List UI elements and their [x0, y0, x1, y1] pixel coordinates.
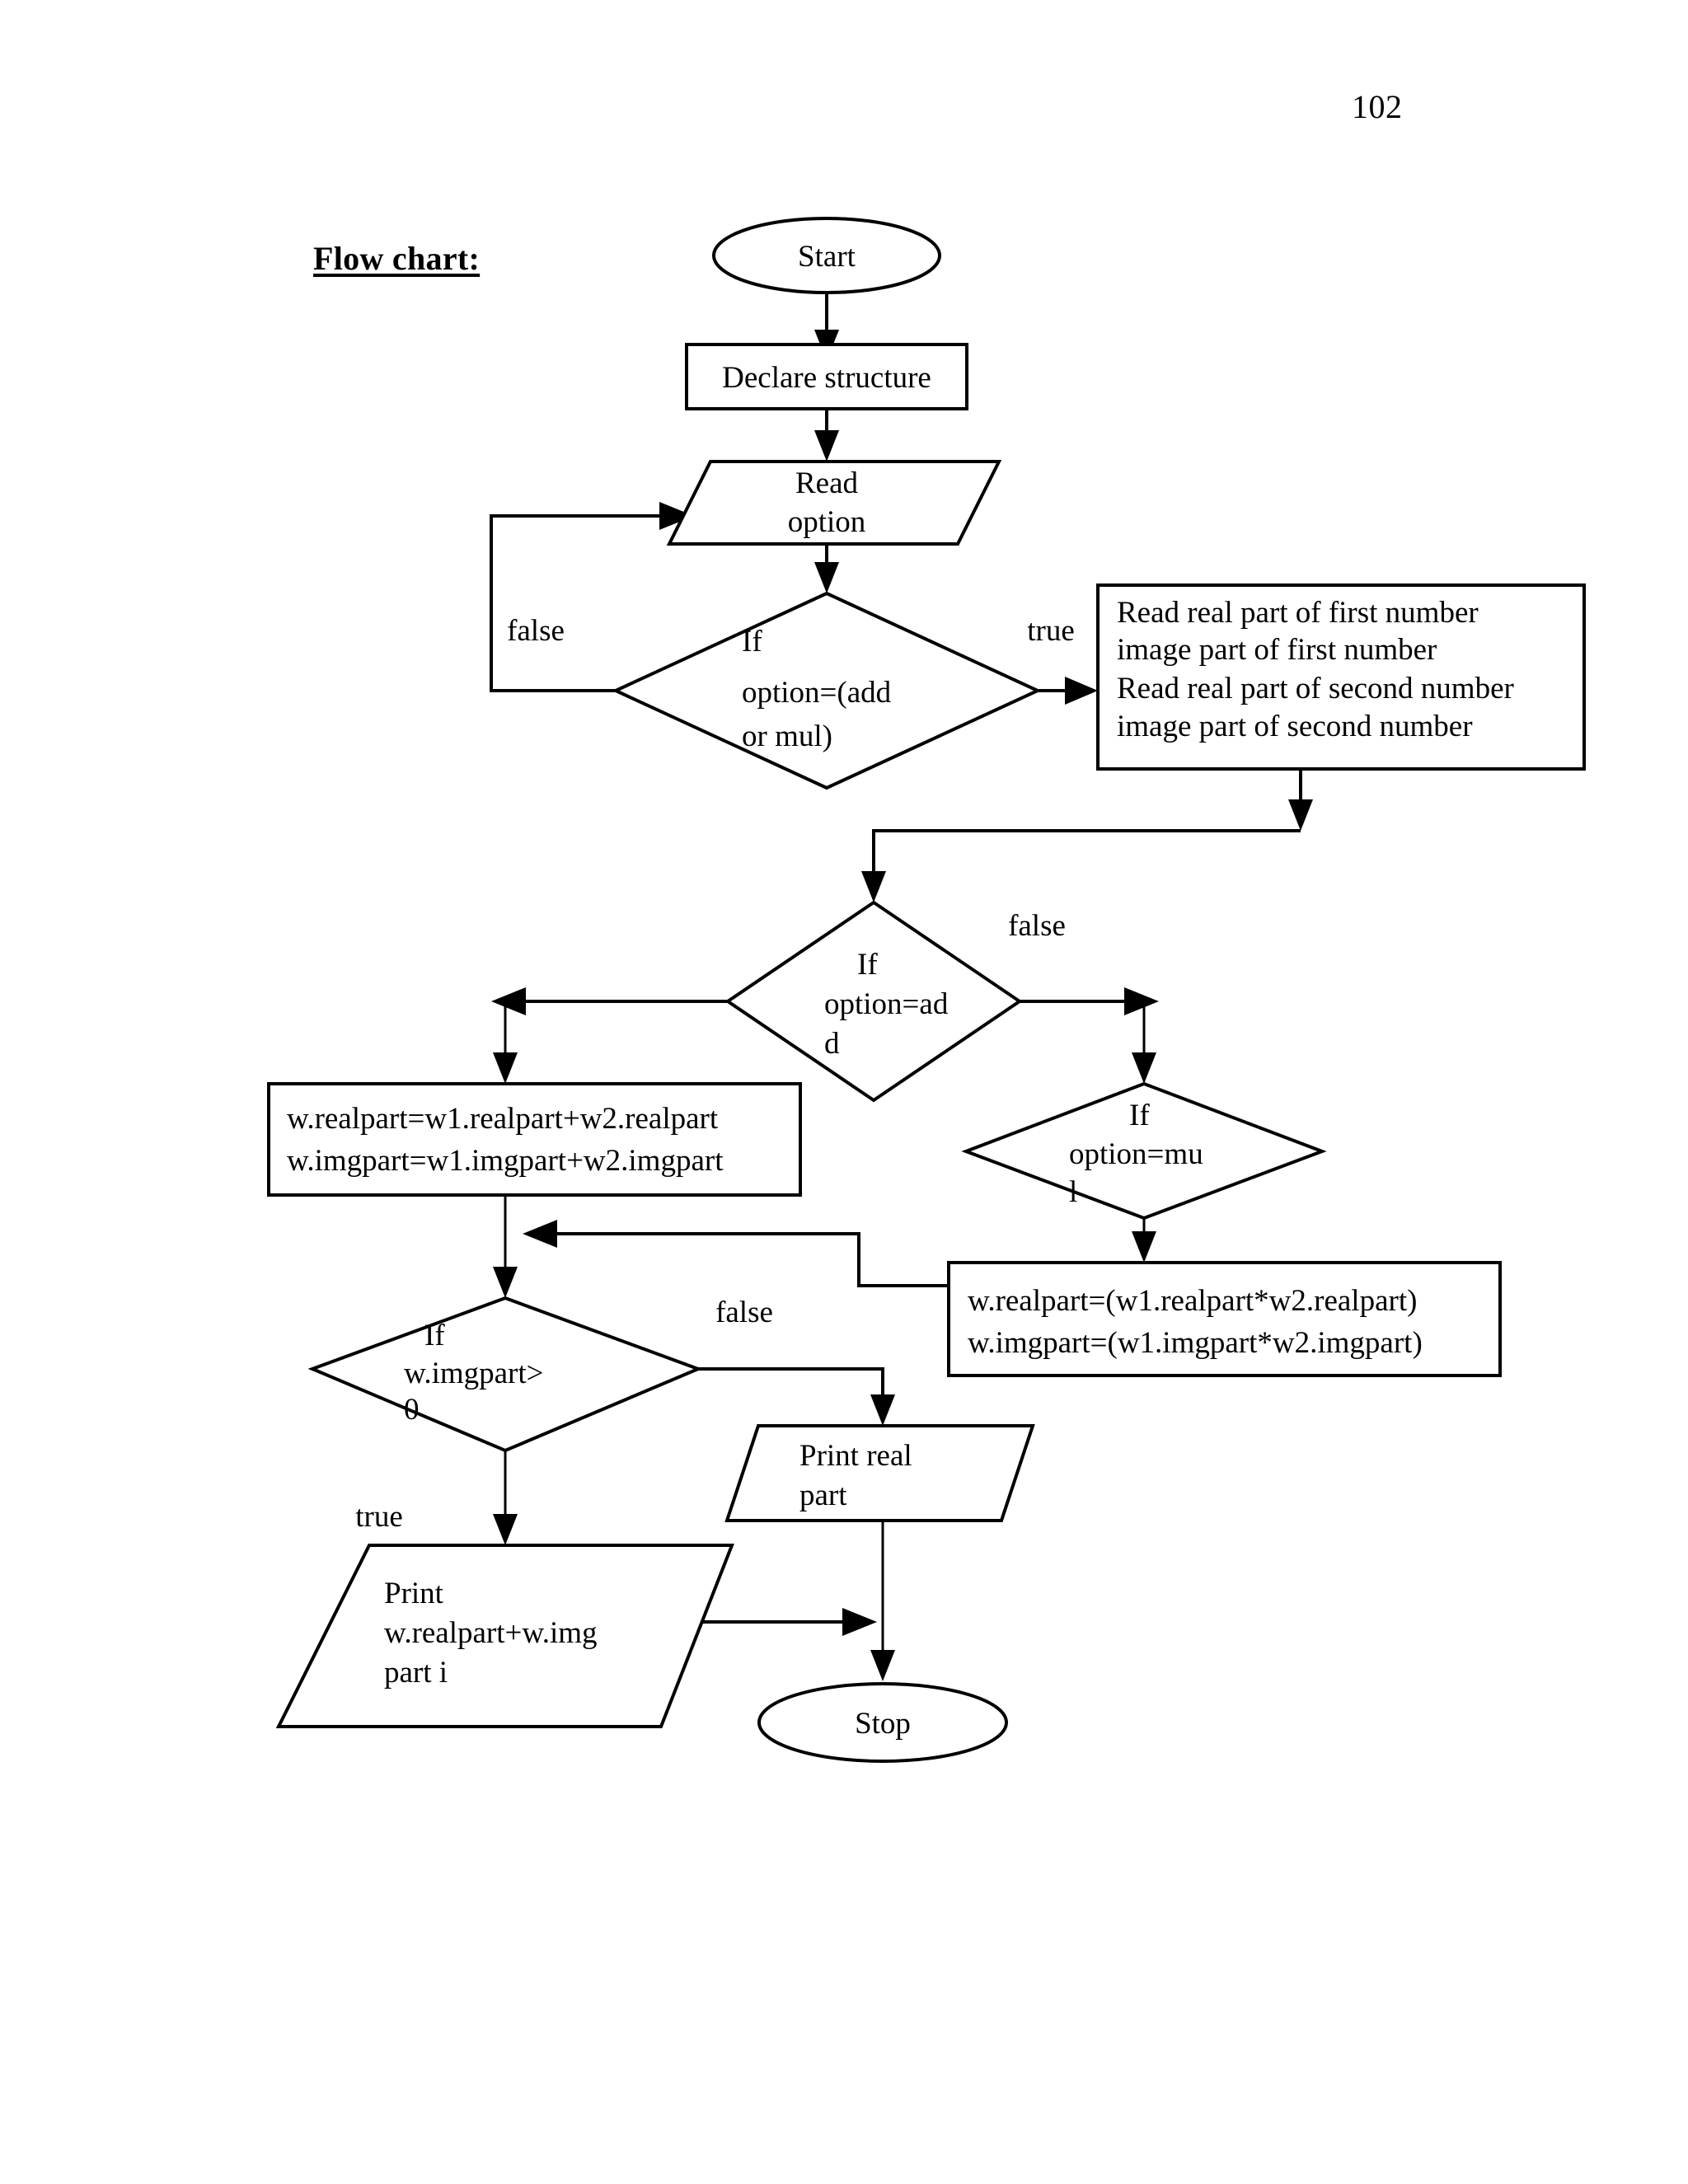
node-mul-calc-label-2: w.imgpart=(w1.imgpart*w2.imgpart) [968, 1326, 1423, 1360]
node-add-calc[interactable]: w.realpart=w1.realpart+w2.realpart w.img… [267, 1082, 802, 1197]
node-print-real-part-label-1: Print real [799, 1439, 912, 1473]
node-read-inputs-label-1: Read real part of first number [1117, 596, 1479, 630]
node-mul-calc-label-1: w.realpart=(w1.realpart*w2.realpart) [968, 1284, 1417, 1318]
edge-if-imgpart-false [698, 1367, 895, 1426]
node-mul-calc[interactable]: w.realpart=(w1.realpart*w2.realpart) w.i… [947, 1261, 1502, 1377]
node-if-option-add-label-2: option=ad [824, 987, 949, 1021]
edge-label-false-1: false [507, 614, 565, 648]
node-print-real-part[interactable]: Print real part [724, 1424, 1035, 1522]
edge-if-add-or-mul-false-loop [490, 502, 694, 692]
node-read-option[interactable]: Read option [666, 460, 1002, 546]
edge-print-real-to-stop [870, 1521, 895, 1681]
edge-print-complex-to-stop [696, 1608, 877, 1636]
edge-label-true-1: true [1027, 614, 1075, 648]
edge-if-add-or-mul-true [1038, 677, 1098, 705]
node-if-option-add[interactable]: If option=ad d [724, 900, 1023, 1103]
node-start-label: Start [798, 240, 856, 274]
edge-if-add-true-to-add-calc [491, 987, 728, 1084]
node-stop-label: Stop [855, 1707, 911, 1741]
node-if-imgpart-gt-zero[interactable]: If w.imgpart> 0 [307, 1296, 703, 1453]
node-if-option-mul[interactable]: If option=mu l [961, 1081, 1327, 1221]
edge-read-inputs-to-if-add [861, 769, 1313, 902]
edge-if-imgpart-true [493, 1451, 518, 1545]
node-stop[interactable]: Stop [757, 1682, 1008, 1763]
node-read-inputs-label-3: Read real part of second number [1117, 672, 1514, 705]
edge-label-false-3: false [715, 1296, 773, 1329]
node-print-complex-label-1: Print [384, 1577, 444, 1610]
node-if-imgpart-gt-zero-label-1: If [424, 1319, 445, 1352]
node-read-option-label-1: Read [795, 466, 859, 500]
node-if-option-add-or-mul-label-2: option=(add [742, 676, 892, 710]
section-heading: Flow chart: [313, 240, 481, 277]
node-if-option-add-label-3: d [824, 1027, 840, 1061]
node-print-complex-label-2: w.realpart+w.img [384, 1616, 598, 1650]
node-declare-structure-label: Declare structure [722, 361, 931, 395]
edge-add-calc-to-if-imgpart [493, 1195, 518, 1298]
edge-label-true-2: true [355, 1500, 403, 1534]
edge-declare-to-read-option [814, 409, 839, 462]
node-if-imgpart-gt-zero-label-2: w.imgpart> [404, 1357, 544, 1390]
edge-if-mul-to-mul-calc [1132, 1218, 1156, 1263]
node-if-option-mul-label-2: option=mu [1069, 1137, 1203, 1171]
edge-mul-calc-to-if-imgpart [523, 1220, 949, 1287]
node-print-complex-label-3: part i [384, 1656, 448, 1690]
edge-read-option-to-if-add-or-mul [814, 544, 839, 593]
node-if-option-add-or-mul-label-3: or mul) [742, 719, 832, 753]
node-if-option-mul-label-1: If [1129, 1099, 1150, 1132]
node-add-calc-label-1: w.realpart=w1.realpart+w2.realpart [287, 1102, 719, 1136]
node-if-option-add-or-mul[interactable]: If option=(add or mul) [612, 591, 1042, 790]
node-read-option-label-2: option [788, 505, 866, 539]
node-if-option-add-label-1: If [857, 948, 878, 982]
edge-label-false-2: false [1008, 909, 1066, 943]
node-read-inputs-label-4: image part of second number [1117, 710, 1473, 743]
node-print-real-part-label-2: part [799, 1479, 847, 1512]
node-if-option-mul-label-3: l [1069, 1175, 1077, 1209]
node-if-option-add-or-mul-label-1: If [742, 625, 762, 658]
node-if-imgpart-gt-zero-label-3: 0 [404, 1393, 420, 1427]
node-print-complex[interactable]: Print w.realpart+w.img part i [275, 1544, 734, 1728]
node-start[interactable]: Start [712, 217, 941, 294]
node-add-calc-label-2: w.imgpart=w1.imgpart+w2.imgpart [287, 1144, 724, 1178]
node-read-inputs-label-2: image part of first number [1117, 633, 1437, 667]
page-number: 102 [1352, 88, 1403, 125]
node-read-inputs[interactable]: Read real part of first number image par… [1096, 583, 1586, 771]
node-declare-structure[interactable]: Declare structure [685, 343, 968, 410]
edge-if-add-false-to-if-mul [1020, 987, 1159, 1084]
